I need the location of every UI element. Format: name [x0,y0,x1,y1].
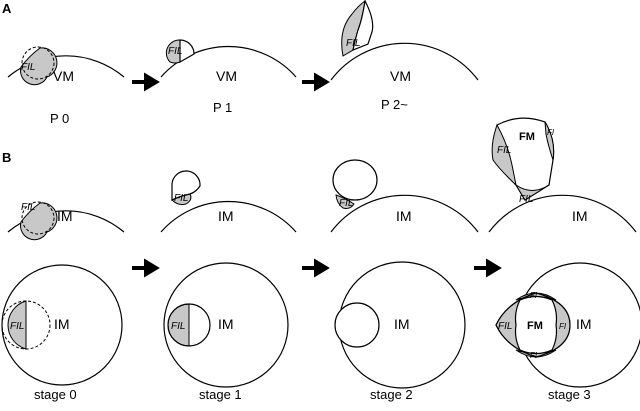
stage-label-0: stage 0 [34,387,77,402]
arrow-right-icon [474,258,502,278]
panel-b-stage0-side: FIL IM [7,201,125,241]
panel-a-letter: A [2,1,12,16]
meristem-dome [330,42,479,81]
fil-label: FI [530,291,538,300]
primordium [179,39,195,64]
fil-region [544,121,555,161]
panel-a-p2: FIL VM P 2~ [330,0,479,112]
flower-outline [495,292,571,358]
arrow-right-icon [132,258,160,278]
arrow-right-icon [302,258,330,278]
im-label: IM [576,316,592,332]
panel-b-stage3-side: FIL FI FIL FM IM [488,117,637,233]
fil-label: FI [559,322,567,331]
panel-a-p0: FIL VM P 0 [7,46,125,126]
fil-label: FI [530,351,538,360]
meristem-dome [488,194,637,233]
floral-primordium [167,303,211,347]
panel-b-stage3-top: FIL FI FI FI FM IM stage 3 [495,262,640,402]
panel-b-letter: B [2,150,11,165]
fm-label: FM [519,131,535,143]
stage-label-1: stage 1 [199,387,242,402]
primordium-outline [21,201,55,235]
im-label: IM [572,208,588,224]
fil-region [20,202,58,241]
panel-b-stage0-top: FIL IM stage 0 [1,264,123,402]
im-label: IM [218,316,234,332]
im-label: IM [57,208,73,224]
floral-meristem [514,295,558,355]
im-label: IM [396,208,412,224]
floral-primordium [332,159,378,201]
im-label: IM [218,208,234,224]
fil-label: FIL [497,145,511,156]
panel-b-stage1-side: FIL IM [160,170,297,233]
fil-label: FI [547,128,555,137]
im-circle [1,264,123,386]
fil-region [515,184,550,201]
stage-label-p2: P 2~ [381,97,408,112]
stage-label-p0: P 0 [50,111,69,126]
fil-label: FIL [346,38,360,49]
fil-label: FIL [21,62,35,73]
floral-primordium [171,170,201,201]
floral-primordium [334,302,380,348]
meristem-dome [330,194,479,233]
stage-label-p1: P 1 [213,100,232,115]
fil-label: FIL [21,202,35,213]
leaf-primordium [352,0,374,51]
im-circle [163,262,289,388]
stage-label-3: stage 3 [548,387,591,402]
stage-label-2: stage 2 [370,387,413,402]
fil-label: FIL [168,46,182,57]
arrow-right-icon [302,72,330,92]
panel-b-stage1-top: FIL IM stage 1 [163,262,289,402]
primordium-outline [1,300,51,350]
fil-region [335,194,355,209]
fil-label: FIL [498,321,512,332]
fil-region [20,47,58,86]
primordium-outline [21,46,55,80]
panel-b-stage2-top: IM stage 2 [334,261,466,402]
fil-region [491,123,517,187]
panel-b-stage2-side: FIL IM [330,159,479,233]
fil-label: FIL [10,321,24,332]
arrow-right-icon [132,72,160,92]
fm-label: FM [527,320,543,332]
vm-label: VM [216,68,237,84]
panel-a-p1: FIL VM P 1 [160,39,297,115]
fil-label: FIL [519,194,533,205]
meristem-dome [160,200,297,233]
im-label: IM [54,316,70,332]
fil-label: FIL [174,193,188,204]
vm-label: VM [390,68,411,84]
fil-region [7,300,27,350]
im-label: IM [394,316,410,332]
fil-label: FIL [171,321,185,332]
fil-label: FIL [339,198,353,209]
vm-label: VM [53,68,74,84]
